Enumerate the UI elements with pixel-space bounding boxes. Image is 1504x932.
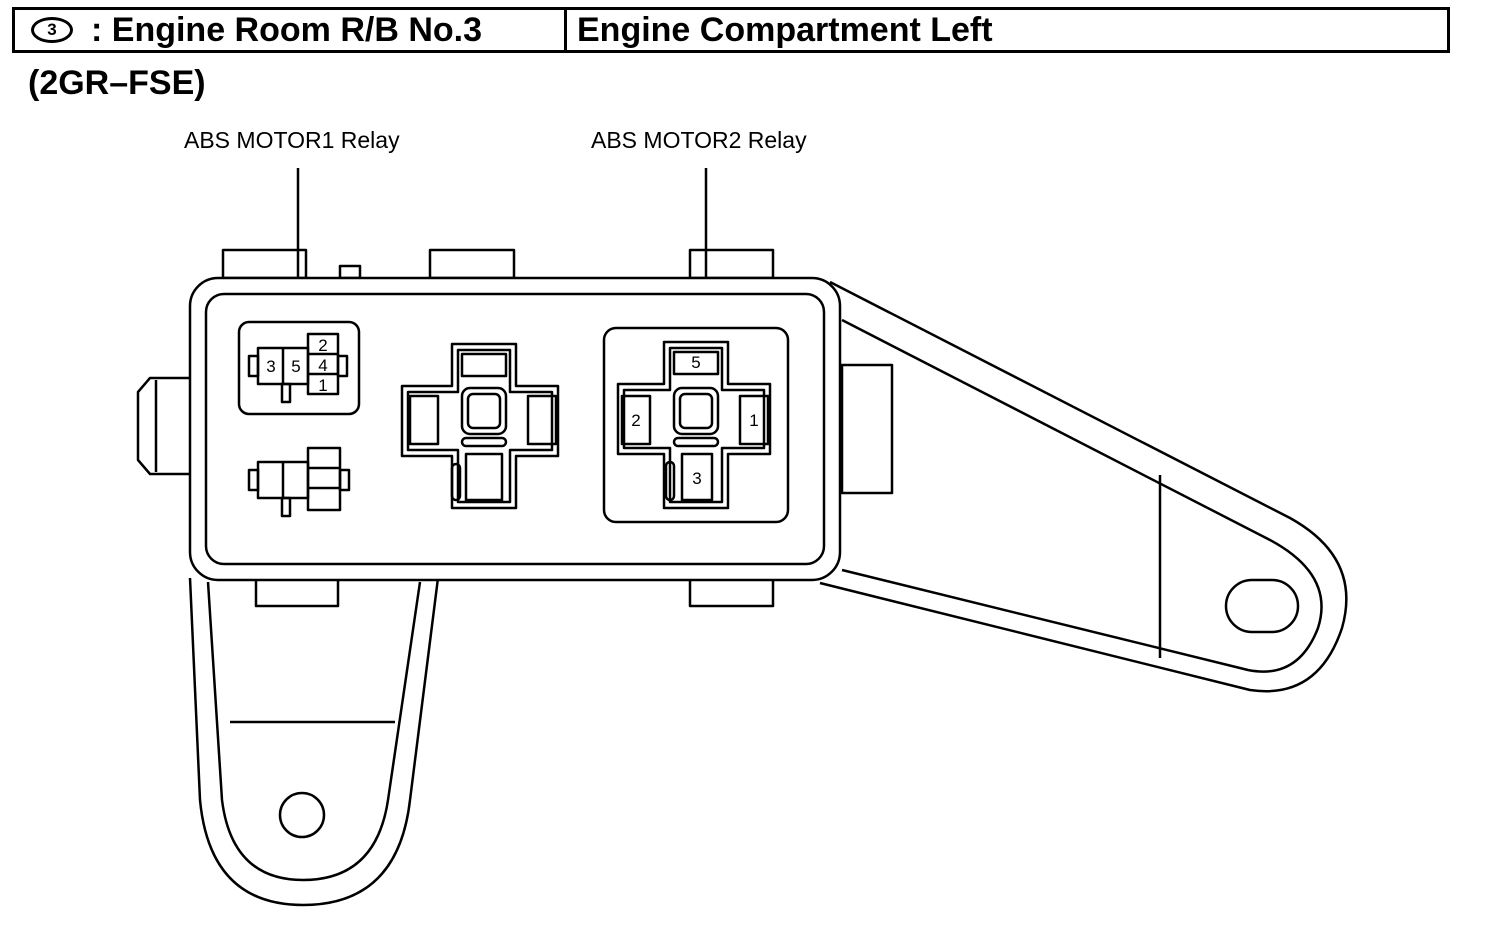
bottom-tab-2	[688, 576, 775, 608]
lower-bracket-inner-edge	[206, 581, 422, 882]
right-mounting-slot	[1224, 578, 1300, 634]
relay1-pin-5: 5	[291, 357, 300, 376]
relay1-pin-1: 1	[318, 376, 327, 395]
block-name-label: : Engine Room R/B No.3	[91, 10, 482, 49]
top-tab-3	[688, 248, 775, 280]
relay1-pin-2: 2	[318, 336, 327, 355]
relay-block-housing	[188, 276, 842, 582]
location-number-badge: 3	[31, 17, 73, 43]
abs-motor2-relay-socket	[616, 340, 772, 510]
right-arm-inner-edge	[841, 318, 1323, 673]
abs-motor2-relay-frame	[602, 326, 790, 524]
top-tab-2	[428, 248, 516, 280]
lower-mounting-hole	[278, 791, 326, 839]
right-arm-bracket	[819, 280, 1348, 693]
relay2-pin-2: 2	[631, 411, 640, 430]
relay1-pin-3: 3	[266, 357, 275, 376]
top-small-tab	[338, 264, 362, 280]
engine-code-subtitle: (2GR–FSE)	[28, 64, 206, 102]
relay1-bottom-key	[280, 382, 292, 404]
header-block-name: 3 : Engine Room R/B No.3	[15, 10, 567, 50]
relay2-pin-1: 1	[749, 411, 758, 430]
abs-motor2-relay-callout: ABS MOTOR2 Relay	[591, 127, 807, 153]
relay1-left-key	[247, 354, 260, 378]
relay1-pin-4: 4	[318, 356, 327, 375]
relay2-pin-3: 3	[692, 469, 701, 488]
top-tab-1	[221, 248, 308, 280]
lower-mounting-bracket	[188, 577, 440, 907]
header-box: 3 : Engine Room R/B No.3 Engine Compartm…	[12, 7, 1450, 53]
bottom-tab-1	[254, 576, 340, 608]
location-description: Engine Compartment Left	[577, 10, 993, 49]
relay-block-inner-frame	[204, 292, 826, 566]
relay1-right-key	[336, 354, 349, 378]
right-side-tab	[840, 363, 894, 495]
relay2-pin-5: 5	[691, 353, 700, 372]
empty-relay-socket	[400, 342, 560, 510]
left-side-tab	[136, 376, 190, 476]
abs-motor1-relay-frame	[237, 320, 361, 416]
abs-motor1-relay-callout: ABS MOTOR1 Relay	[184, 127, 400, 153]
